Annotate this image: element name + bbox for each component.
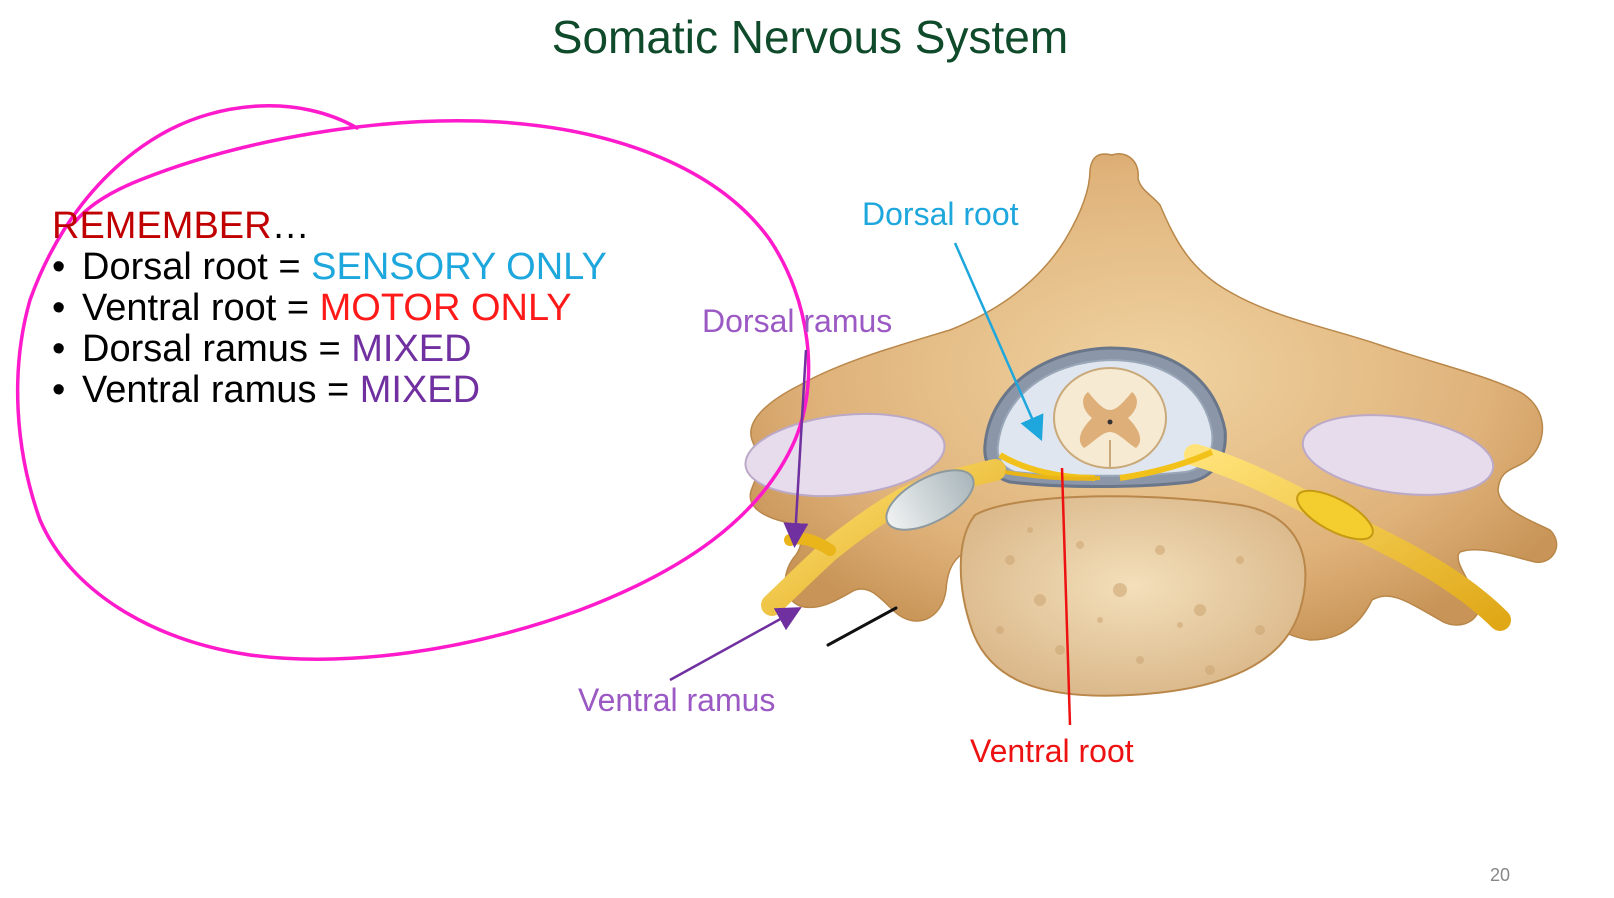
motor-only-text: MOTOR ONLY xyxy=(319,287,572,329)
list-item: Ventral root = MOTOR ONLY xyxy=(52,287,607,330)
ventral-root-label: Ventral root xyxy=(970,733,1134,769)
left-ventral-root-fibers xyxy=(1004,470,1101,481)
mixed-text: MIXED xyxy=(359,369,481,411)
list-item: Ventral ramus = MIXED xyxy=(52,369,607,412)
list-item: Dorsal ramus = MIXED xyxy=(52,328,607,371)
ventral-ramus-label: Ventral ramus xyxy=(578,682,776,718)
right-articular-facet xyxy=(1301,414,1495,496)
black-pen-mark xyxy=(826,606,898,647)
ventral-root-leader xyxy=(1060,467,1072,726)
sensory-only-text: SENSORY ONLY xyxy=(311,246,607,288)
dorsal-root-ganglion-left xyxy=(885,469,975,531)
mixed-text: MIXED xyxy=(351,328,472,370)
remember-heading: REMEMBER… xyxy=(52,205,310,247)
remember-list: REMEMBER… Dorsal root = SENSORY ONLY Ven… xyxy=(52,205,607,412)
right-spinal-nerve xyxy=(1184,444,1511,631)
ventral-ramus-leader xyxy=(669,607,802,682)
dorsal-root-ganglion-right xyxy=(1296,489,1374,541)
remember-items: Dorsal root = SENSORY ONLY Ventral root … xyxy=(52,246,607,412)
dorsal-root-leader xyxy=(953,242,1044,442)
list-item: Dorsal root = SENSORY ONLY xyxy=(52,246,607,289)
slide-title: Somatic Nervous System xyxy=(551,11,1069,63)
vertebral-body xyxy=(959,495,1307,697)
page-number: 20 xyxy=(1490,865,1511,885)
central-canal xyxy=(1107,419,1113,425)
bone-texture xyxy=(996,527,1265,675)
right-root-fibers xyxy=(1119,449,1214,481)
dorsal-ramus-label: Dorsal ramus xyxy=(702,303,893,339)
dorsal-ramus-leader xyxy=(783,349,809,548)
dorsal-root-label: Dorsal root xyxy=(862,196,1019,232)
left-articular-facet xyxy=(744,412,946,498)
